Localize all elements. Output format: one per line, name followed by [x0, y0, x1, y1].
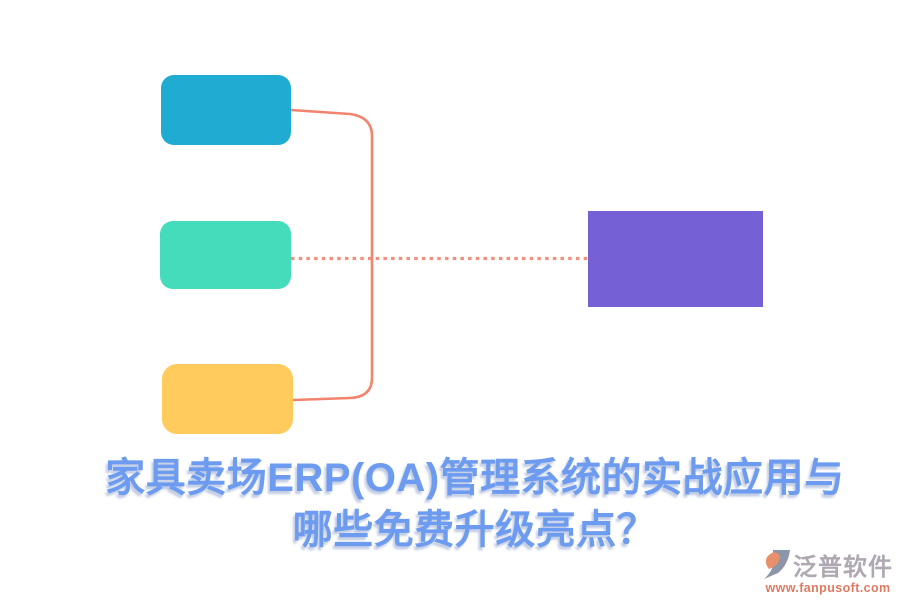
right-box	[588, 211, 763, 307]
logo-icon-slate-shape	[764, 549, 790, 579]
caption-title-line1: 家具卖场ERP(OA)管理系统的实战应用与	[105, 456, 845, 500]
top-left-box	[161, 75, 291, 145]
middle-left-box	[160, 221, 291, 289]
logo-icon-orange-leaf	[765, 551, 780, 569]
solid-elbow-connector	[289, 108, 374, 402]
watermark: 泛普软件 www.fanpusoft.com	[763, 547, 893, 595]
watermark-url: www.fanpusoft.com	[765, 581, 891, 595]
watermark-brand-name: 泛普软件	[793, 554, 893, 581]
fanpu-logo-icon	[763, 549, 790, 580]
bottom-left-box	[162, 364, 293, 434]
caption-title-line2: 哪些免费升级亮点？	[292, 508, 658, 552]
caption-title: 家具卖场ERP(OA)管理系统的实战应用与 哪些免费升级亮点？	[50, 452, 900, 556]
